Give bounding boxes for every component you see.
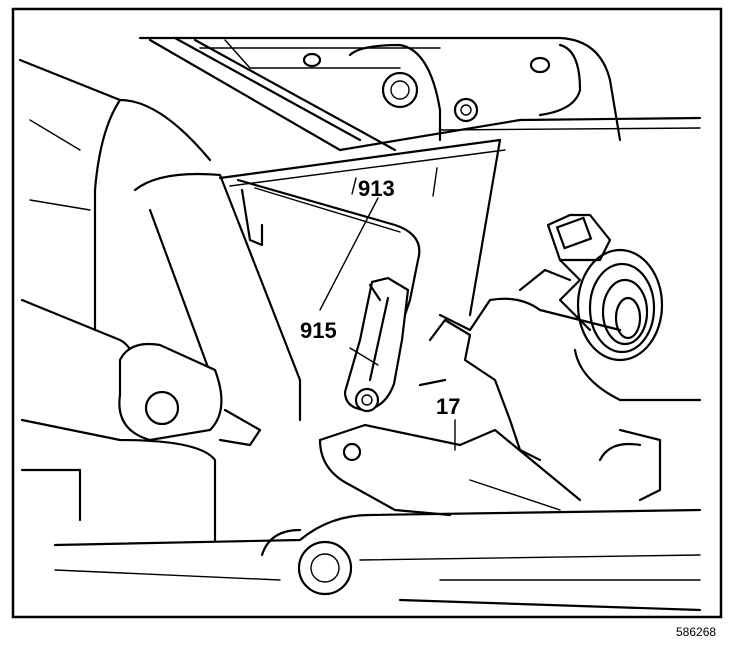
callout-913: 913 <box>358 176 395 201</box>
leader-915 <box>349 347 379 366</box>
left-housing <box>18 58 302 542</box>
part-17-detent-lever <box>318 297 622 517</box>
lower-bolt-hole <box>297 540 353 596</box>
leader-913 <box>319 197 379 311</box>
diagram-frame <box>11 7 723 619</box>
part-913-link-rod <box>236 178 421 397</box>
figure-number: 586268 <box>676 625 716 639</box>
part-915-link <box>343 276 410 413</box>
callout-17: 17 <box>436 394 460 419</box>
upper-hole-small-2 <box>529 56 551 74</box>
upper-bolt-hole-1 <box>381 71 419 109</box>
lower-case-body <box>53 508 702 612</box>
left-mounting-boss <box>118 342 223 442</box>
upper-hole-small-1 <box>302 52 322 68</box>
right-spring-assembly <box>518 213 702 502</box>
upper-bolt-hole-2 <box>453 97 479 123</box>
upper-case-body <box>138 36 702 152</box>
center-plate <box>218 138 506 317</box>
callout-915: 915 <box>300 318 337 343</box>
